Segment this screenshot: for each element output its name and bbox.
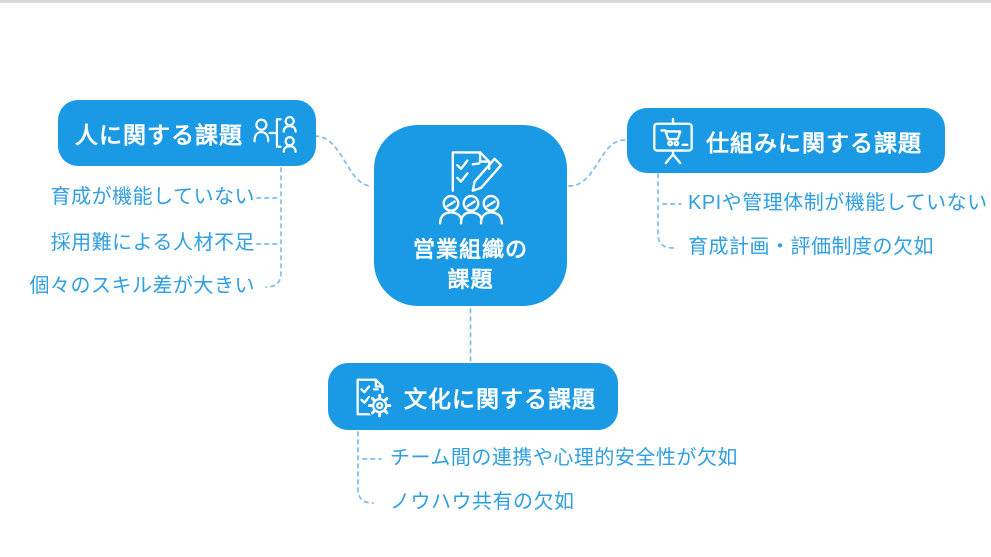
center-node[interactable]: 営業組織の 課題 xyxy=(374,125,567,306)
rail-system xyxy=(657,173,674,249)
checklist-gear-icon xyxy=(356,378,393,419)
presentation-cart-icon xyxy=(653,117,693,164)
branch-node-people[interactable]: 人に関する課題 xyxy=(58,100,316,166)
center-title-line2: 課題 xyxy=(447,266,494,292)
list-item-system-1[interactable]: KPIや管理体制が機能していない xyxy=(688,192,988,214)
branch-label-people: 人に関する課題 xyxy=(75,122,243,148)
connector-center-system xyxy=(568,139,626,187)
window-top-edge xyxy=(0,0,991,3)
branch-label-system: 仕組みに関する課題 xyxy=(706,129,922,156)
center-title-line1: 営業組織の xyxy=(412,236,528,262)
list-item-people-2[interactable]: 採用難による人材不足 xyxy=(50,232,255,254)
branch-node-system[interactable]: 仕組みに関する課題 xyxy=(627,108,945,173)
list-item-people-1[interactable]: 育成が機能していない xyxy=(50,186,255,208)
center-node-title: 営業組織の 課題 xyxy=(413,235,528,294)
branch-node-culture[interactable]: 文化に関する課題 xyxy=(328,363,618,430)
rail-culture xyxy=(357,431,374,504)
org-chart-icon xyxy=(253,115,297,153)
branch-label-culture: 文化に関する課題 xyxy=(404,385,596,412)
checklist-pencil-people-icon xyxy=(438,151,503,225)
rail-people xyxy=(265,167,282,288)
list-item-system-2[interactable]: 育成計画・評価制度の欠如 xyxy=(688,236,934,258)
list-item-culture-2[interactable]: ノウハウ共有の欠如 xyxy=(390,491,575,513)
list-item-people-3[interactable]: 個々のスキル差が大きい xyxy=(29,275,255,297)
connector-people-center xyxy=(314,135,373,187)
list-item-culture-1[interactable]: チーム間の連携や心理的安全性が欠如 xyxy=(390,447,738,469)
